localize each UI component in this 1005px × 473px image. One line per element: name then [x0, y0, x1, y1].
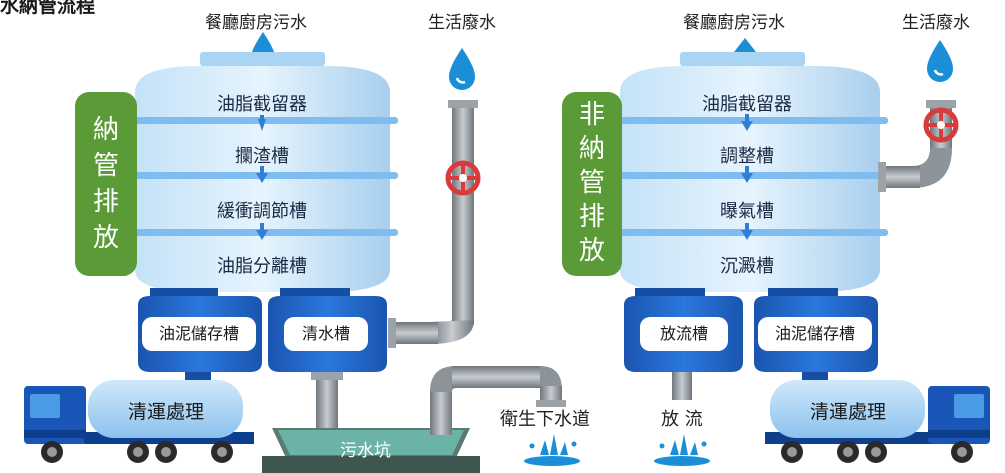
tank-band: [612, 117, 888, 124]
sewer-label: 衛生下水道: [500, 409, 590, 430]
water-drop-icon: [449, 48, 475, 90]
domestic-pipe: [878, 100, 956, 192]
tank-stage-label: 沉澱槽: [720, 256, 774, 277]
truck-icon: [765, 380, 990, 463]
tank-stage-label: 調整槽: [720, 146, 774, 167]
flow-arrows: [256, 115, 268, 240]
sub-tank-label: 清水槽: [284, 317, 368, 351]
tank-stage-label: 油脂截留器: [217, 94, 307, 115]
drain-pipe: [311, 372, 343, 380]
splash-icon: [654, 434, 710, 466]
valve-icon: [445, 160, 481, 196]
valve-icon: [923, 107, 959, 143]
tank-inlet-icon: [734, 38, 756, 52]
water-drop-icon: [927, 40, 953, 82]
tank-stage-label: 油脂截留器: [702, 94, 792, 115]
drain-pipe: [316, 372, 338, 430]
discharge-label: 放 流: [661, 409, 703, 430]
label-domestic-wastewater: 生活廢水: [902, 13, 970, 33]
tank-lid: [680, 52, 805, 66]
sub-tank-label: 油泥儲存槽: [142, 317, 256, 351]
sub-tank-label: 放流槽: [640, 317, 728, 351]
truck-label: 清運處理: [127, 401, 204, 423]
splash-icon: [524, 434, 580, 466]
sewer-pipe: [430, 366, 566, 435]
diagram-title: 水納管流程: [0, 0, 96, 17]
domestic-pipe: [388, 100, 478, 348]
tank-stage-label: 緩衝調節槽: [217, 201, 307, 222]
label-kitchen-wastewater: 餐廳廚房污水: [205, 13, 307, 33]
sewage-pit: [262, 428, 480, 473]
tank-stage-label: 油脂分離槽: [217, 256, 307, 277]
sub-tank-label: 油泥儲存槽: [758, 317, 872, 351]
label-kitchen-wastewater: 餐廳廚房污水: [683, 13, 785, 33]
side-label-sewer-connected: 納 管 排 放: [75, 92, 137, 276]
discharge-pipe: [672, 372, 692, 400]
flow-arrows: [741, 114, 753, 240]
pit-label: 污水坑: [340, 441, 391, 461]
truck-icon: [24, 380, 254, 463]
tank-lid: [200, 52, 325, 66]
truck-label: 清運處理: [809, 401, 886, 423]
tank-stage-label: 攔渣槽: [235, 146, 289, 167]
label-domestic-wastewater: 生活廢水: [428, 13, 496, 33]
tank-stage-label: 曝氣槽: [720, 201, 774, 222]
side-label-non-connected: 非 納 管 排 放: [562, 92, 622, 276]
